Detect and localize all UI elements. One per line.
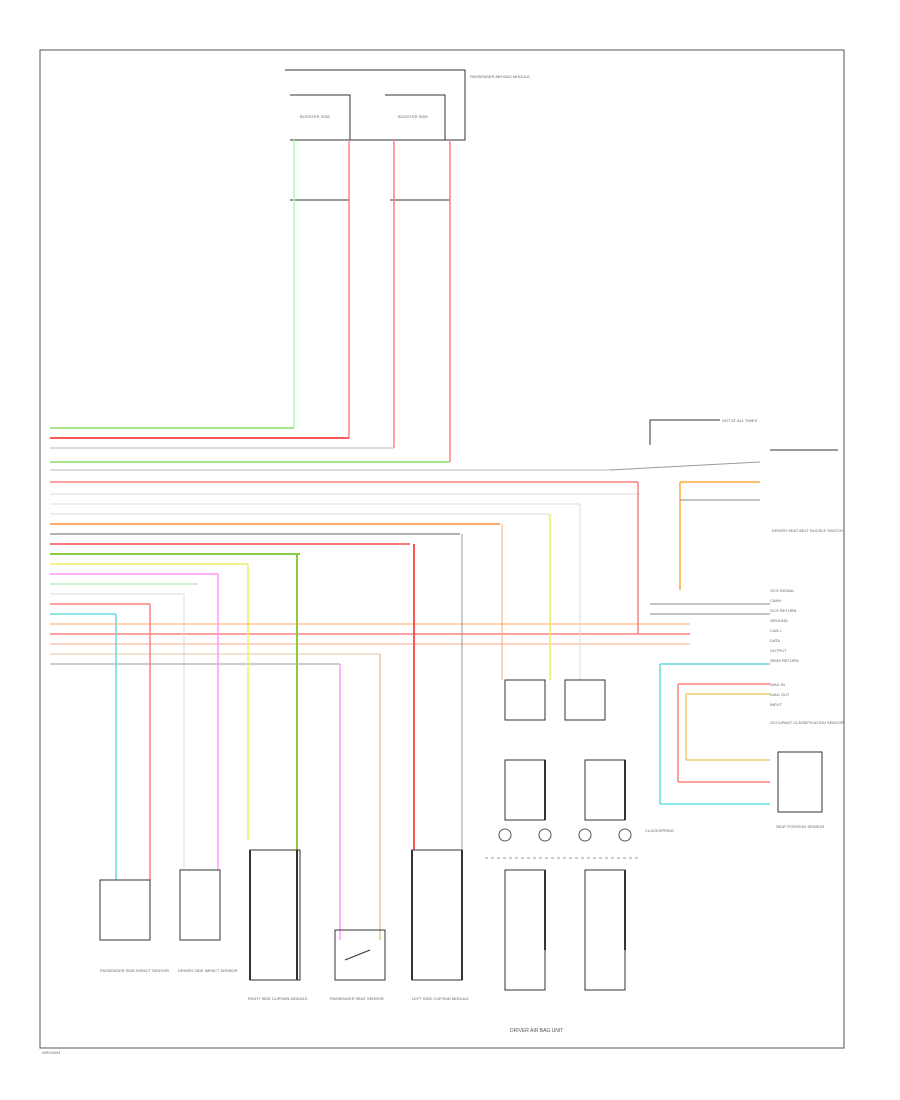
right-sensor-label-2: OCCUPANT CLASSIFICATION SENSOR [770, 720, 844, 725]
top-module-wires [293, 140, 451, 462]
right-sensor-block: HOT AT ALL TIMES DRIVER SEAT BELT BUCKLE… [609, 418, 844, 829]
pin-0: OCS SIGNAL [770, 588, 795, 593]
top-right-unit-label: BOOSTER SIDE [398, 114, 428, 119]
pin-2: OCS RETURN [770, 608, 797, 613]
clockspring-label: CLOCKSPRING [645, 828, 674, 833]
right-sensor-label-1: DRIVER SEAT BELT BUCKLE SWITCH [772, 528, 843, 533]
right-sensor-label-3: SEAT POSITION SENSOR [776, 824, 824, 829]
pin-8: DIAG IN [770, 682, 785, 687]
hot-label: HOT AT ALL TIMES [722, 418, 757, 423]
pin-7: SENS RETURN [770, 658, 799, 663]
drop-wires [115, 482, 639, 940]
right-curtain-label: RIGHT SIDE CURTAIN MODULE [248, 996, 308, 1001]
diagram-frame [39, 49, 845, 1049]
pass-side-sensor-label: PASSENGER SIDE IMPACT SENSOR [100, 968, 169, 973]
pass-seat-sensor-label: PASSENGER SEAT SENSOR [330, 996, 384, 1001]
left-connector-pins [50, 427, 690, 665]
pin-5: DATA [770, 638, 780, 643]
pin-3: GROUND [770, 618, 788, 623]
pin-9: DIAG OUT [770, 692, 790, 697]
pin-1: CANH [770, 598, 781, 603]
top-left-unit-label: BOOSTER SIDE [300, 114, 330, 119]
driver-module-label: DRIVER AIR BAG UNIT [510, 1028, 563, 1034]
pin-4: CAN L [770, 628, 783, 633]
left-curtain-label: LEFT SIDE CURTAIN MODULE [412, 996, 469, 1001]
pin-6: OUTPUT [770, 648, 787, 653]
top-module-title: PASSENGER AIR BAG MODULE [470, 74, 530, 79]
pin-10: INPUT [770, 702, 783, 707]
driver-air-bag-unit: CLOCKSPRING DRIVER AIR BAG UNIT [485, 679, 674, 1034]
diagram-code: WRC6094 [42, 1050, 61, 1055]
drv-side-sensor-label: DRIVER SIDE IMPACT SENSOR [178, 968, 238, 973]
bottom-components: PASSENGER SIDE IMPACT SENSOR DRIVER SIDE… [99, 849, 469, 1001]
passenger-air-bag-module: PASSENGER AIR BAG MODULE BOOSTER SIDE BO… [285, 69, 530, 201]
